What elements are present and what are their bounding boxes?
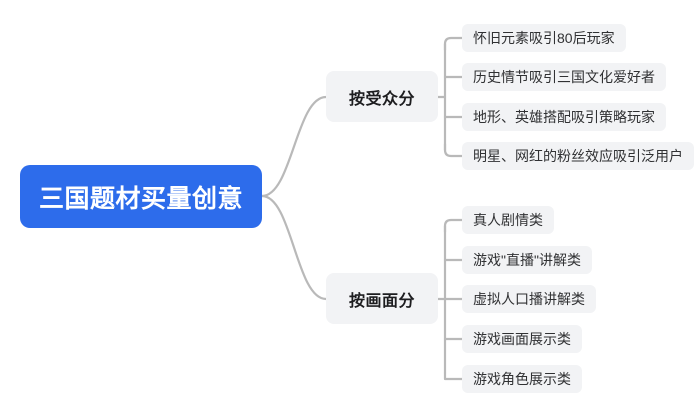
branch-node-by-audience[interactable]: 按受众分 bbox=[326, 71, 438, 122]
leaf-node[interactable]: 游戏角色展示类 bbox=[462, 365, 582, 393]
branch-node-label: 按画面分 bbox=[348, 292, 415, 310]
leaf-node-label: 真人剧情类 bbox=[473, 212, 543, 228]
edge-branch-1-leaf-4 bbox=[443, 142, 464, 158]
leaf-node[interactable]: 历史情节吸引三国文化爱好者 bbox=[462, 63, 666, 91]
leaf-node[interactable]: 怀旧元素吸引80后玩家 bbox=[462, 24, 626, 52]
leaf-node[interactable]: 虚拟人口播讲解类 bbox=[462, 285, 596, 313]
edge-root-to-branch-1 bbox=[260, 95, 328, 198]
branch-node-label: 按受众分 bbox=[348, 90, 415, 108]
leaf-node[interactable]: 游戏画面展示类 bbox=[462, 325, 582, 353]
leaf-node[interactable]: 地形、英雄搭配吸引策略玩家 bbox=[462, 103, 666, 131]
leaf-node[interactable]: 真人剧情类 bbox=[462, 206, 554, 234]
branch-node-by-visual[interactable]: 按画面分 bbox=[326, 273, 438, 324]
leaf-node-label: 游戏画面展示类 bbox=[473, 331, 571, 347]
edge-branch-2-leaf-5 bbox=[443, 371, 464, 381]
leaf-node-label: 地形、英雄搭配吸引策略玩家 bbox=[473, 109, 655, 125]
leaf-node-label: 怀旧元素吸引80后玩家 bbox=[473, 30, 615, 46]
leaf-node[interactable]: 明星、网红的粉丝效应吸引泛用户 bbox=[462, 142, 694, 170]
leaf-node-label: 游戏角色展示类 bbox=[473, 371, 571, 387]
leaf-node[interactable]: 游戏"直播"讲解类 bbox=[462, 246, 592, 274]
root-node-label: 三国题材买量创意 bbox=[38, 184, 243, 213]
leaf-node-label: 历史情节吸引三国文化爱好者 bbox=[473, 69, 655, 85]
leaf-node-label: 游戏"直播"讲解类 bbox=[473, 252, 581, 268]
edge-branch-1-leaf-1 bbox=[443, 36, 464, 52]
leaf-node-label: 明星、网红的粉丝效应吸引泛用户 bbox=[473, 148, 683, 164]
edge-branch-2-leaf-1 bbox=[443, 218, 464, 234]
leaf-node-label: 虚拟人口播讲解类 bbox=[473, 291, 585, 307]
root-node[interactable]: 三国题材买量创意 bbox=[20, 165, 262, 228]
edge-root-to-branch-2 bbox=[260, 194, 328, 301]
